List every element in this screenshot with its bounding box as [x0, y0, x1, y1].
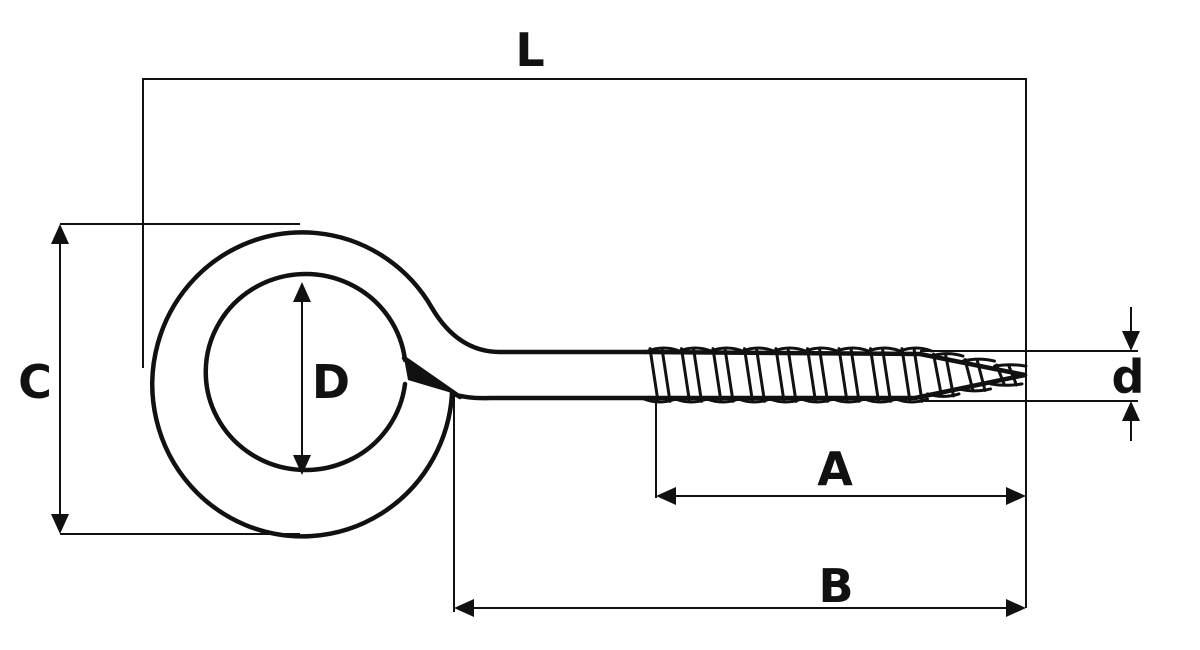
wire-end-wedge	[404, 358, 462, 396]
neck-upper-curve	[429, 305, 648, 355]
thread-flank	[680, 347, 691, 403]
dimension-L: L	[142, 23, 1027, 608]
eye-inner-edge	[203, 271, 408, 473]
thread-flank	[963, 358, 975, 392]
thread-flanks	[648, 347, 1018, 403]
dimension-B-label: B	[818, 559, 853, 613]
thread-flank	[995, 363, 1006, 387]
dimension-D-label: D	[312, 355, 350, 409]
dimension-B-arrow-left	[454, 599, 474, 617]
thread-flank	[755, 347, 766, 403]
dimension-D: D	[293, 282, 350, 475]
thread-flank	[944, 352, 955, 398]
dimension-C-arrow-down	[51, 514, 69, 534]
thread-flank	[900, 347, 912, 403]
thread-flank	[849, 347, 861, 403]
dimension-d: d	[920, 307, 1144, 441]
dimension-A-arrow-left	[656, 487, 676, 505]
dimension-D-arrow-up	[293, 282, 311, 302]
thread-flank	[648, 347, 660, 403]
dimension-d-arrow-up	[1122, 401, 1140, 421]
thread-flank	[975, 358, 987, 392]
thread-flank	[660, 347, 672, 403]
thread-crest-bottom	[642, 382, 1024, 404]
thread-flank	[869, 347, 880, 403]
thread-flank	[774, 347, 786, 403]
thread-flank	[818, 347, 829, 403]
dimension-C-label: C	[18, 355, 52, 409]
thread-flank	[881, 347, 892, 403]
dimension-L-label: L	[515, 23, 544, 77]
dimension-D-arrow-down	[293, 455, 311, 475]
thread-flank	[723, 347, 735, 403]
neck-lower-curve	[449, 391, 653, 401]
dimension-C-arrow-up	[51, 224, 69, 244]
thread-flank	[912, 347, 924, 403]
thread-flank	[743, 347, 754, 403]
dimension-L-bracket	[142, 78, 1027, 608]
eye-outer-edge	[150, 230, 455, 539]
thread-flank	[837, 347, 849, 403]
dimension-B: B	[453, 396, 1026, 617]
dimension-B-arrow-right	[1006, 599, 1026, 617]
thread-flank	[1007, 363, 1018, 387]
thread-flank	[711, 347, 723, 403]
thread-crest-top	[646, 346, 1028, 368]
dimension-d-arrow-down	[1122, 331, 1140, 351]
thread-flank	[786, 347, 798, 403]
dimension-A-label: A	[817, 442, 853, 496]
thread-flank	[932, 352, 943, 398]
wire-end-line	[401, 355, 463, 400]
dimension-C: C	[18, 223, 300, 535]
eye-screw-drawing	[150, 230, 1028, 539]
thread-root-top	[642, 349, 1028, 378]
thread-flank	[806, 347, 817, 403]
thread-flank	[692, 347, 703, 403]
dimension-d-label: d	[1112, 350, 1145, 404]
dimension-A: A	[655, 398, 1026, 505]
dimension-A-arrow-right	[1006, 487, 1026, 505]
